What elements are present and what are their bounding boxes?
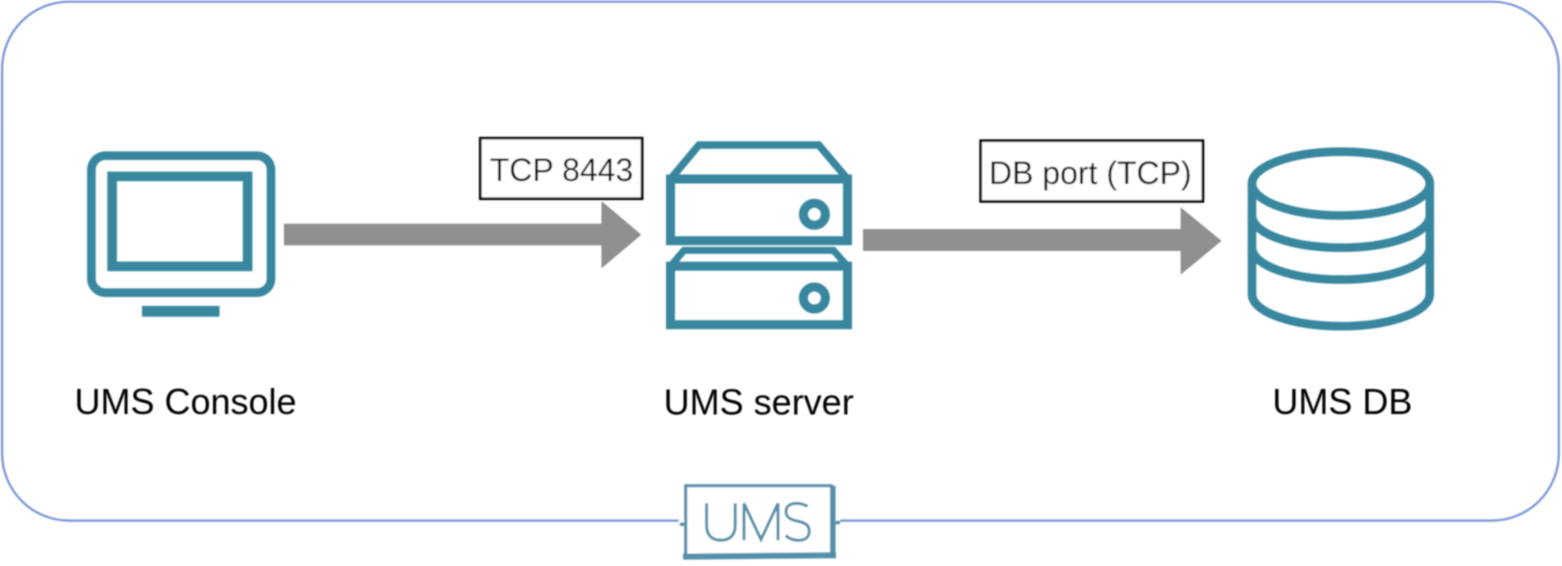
svg-text:UMS DB: UMS DB: [1272, 381, 1412, 422]
svg-text:TCP 8443: TCP 8443: [490, 152, 634, 188]
svg-text:UMS server: UMS server: [664, 382, 854, 423]
svg-text:UMS Console: UMS Console: [74, 381, 296, 422]
svg-text:DB port (TCP): DB port (TCP): [989, 155, 1192, 191]
